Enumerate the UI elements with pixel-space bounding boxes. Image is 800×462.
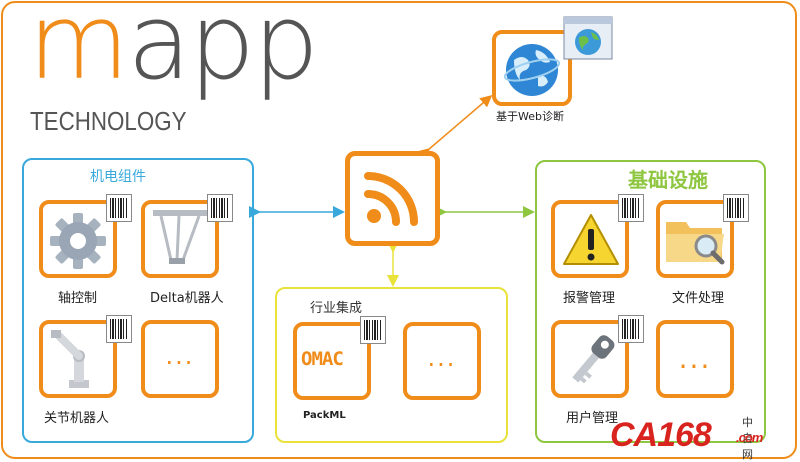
infrastructure-group bbox=[535, 160, 766, 443]
alarm-management-tile[interactable] bbox=[551, 200, 629, 278]
user-management-tile[interactable] bbox=[551, 320, 629, 398]
alarm-management-label: 报警管理 bbox=[563, 291, 616, 306]
barcode-icon bbox=[360, 316, 386, 344]
barcode-icon bbox=[106, 315, 132, 343]
joint-robot-label: 关节机器人 bbox=[44, 411, 110, 426]
logo-subtitle: TECHNOLOGY bbox=[30, 106, 187, 136]
warning-icon bbox=[563, 214, 619, 265]
file-handling-label: 文件处理 bbox=[672, 291, 725, 306]
omac-tile[interactable]: OMAC bbox=[293, 322, 371, 400]
delta-robot-icon bbox=[153, 210, 207, 264]
web-diagnostics-tile[interactable] bbox=[492, 30, 572, 106]
gear-icon bbox=[50, 213, 106, 269]
mechatronics-title: 机电组件 bbox=[90, 169, 146, 185]
user-management-label: 用户管理 bbox=[566, 411, 619, 426]
rss-hub-tile[interactable] bbox=[345, 151, 440, 246]
globe-icon bbox=[503, 44, 561, 96]
infrastructure-title: 基础设施 bbox=[628, 168, 708, 192]
more-ellipsis: ... bbox=[678, 342, 712, 375]
industry-title: 行业集成 bbox=[310, 301, 363, 316]
watermark-domain: .com bbox=[736, 430, 763, 445]
rss-icon bbox=[364, 172, 418, 226]
barcode-icon bbox=[207, 194, 233, 222]
axis-control-label: 轴控制 bbox=[58, 291, 98, 306]
browser-window-icon bbox=[563, 16, 613, 60]
industry-more-tile[interactable]: ... bbox=[403, 322, 481, 400]
logo-app: app bbox=[127, 0, 319, 103]
packml-label: PackML bbox=[303, 410, 346, 421]
more-ellipsis: ... bbox=[427, 344, 457, 372]
delta-robot-tile[interactable] bbox=[141, 200, 219, 278]
barcode-icon bbox=[106, 194, 132, 222]
mechatronics-group bbox=[22, 158, 254, 443]
web-diagnostics-label: 基于Web诊断 bbox=[496, 110, 564, 123]
joint-robot-tile[interactable] bbox=[39, 320, 117, 398]
barcode-icon bbox=[618, 315, 644, 343]
file-handling-tile[interactable] bbox=[656, 200, 734, 278]
arrow-rss-web bbox=[417, 95, 493, 161]
ca168-watermark: CA168 中自网 .com bbox=[610, 416, 763, 461]
folder-search-icon bbox=[666, 222, 725, 265]
watermark-main: CA168 bbox=[610, 416, 712, 454]
mapp-logo: mapp bbox=[28, 0, 319, 94]
axis-control-tile[interactable] bbox=[39, 200, 117, 278]
more-ellipsis: ... bbox=[165, 342, 195, 370]
delta-robot-label: Delta机器人 bbox=[150, 291, 224, 306]
barcode-icon bbox=[723, 194, 749, 222]
mechatronics-more-tile[interactable]: ... bbox=[141, 320, 219, 398]
key-icon bbox=[572, 335, 615, 384]
robot-arm-icon bbox=[51, 330, 89, 388]
watermark-sub: 中自网 bbox=[742, 417, 754, 461]
industry-group bbox=[275, 287, 508, 443]
barcode-icon bbox=[618, 194, 644, 222]
omac-logo: OMAC bbox=[301, 348, 344, 370]
logo-m: m bbox=[28, 0, 129, 103]
infrastructure-more-tile[interactable]: ... bbox=[656, 320, 734, 398]
